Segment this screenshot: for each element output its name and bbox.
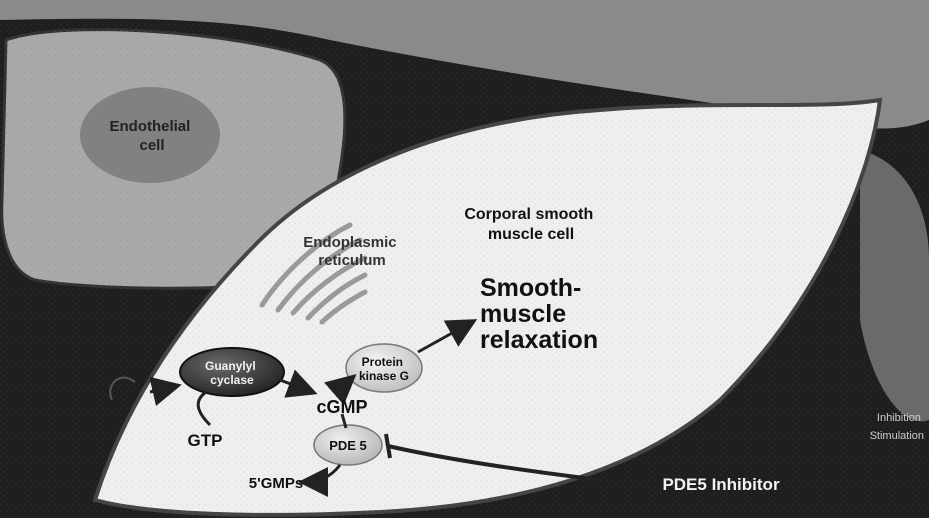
pde5-label: PDE 5 <box>329 438 367 453</box>
pde5-inhibitor-label: PDE5 Inhibitor <box>662 475 780 494</box>
cgmp-label: cGMP <box>316 397 367 417</box>
gtp-label: GTP <box>188 431 223 450</box>
five-gmp-label: 5'GMPs <box>249 475 303 492</box>
endothelial-nucleus <box>80 87 220 183</box>
protein-kinase-g-label: Protein kinase G <box>359 355 409 383</box>
guanylyl-cyclase-label: Guanylyl cyclase <box>205 359 259 387</box>
